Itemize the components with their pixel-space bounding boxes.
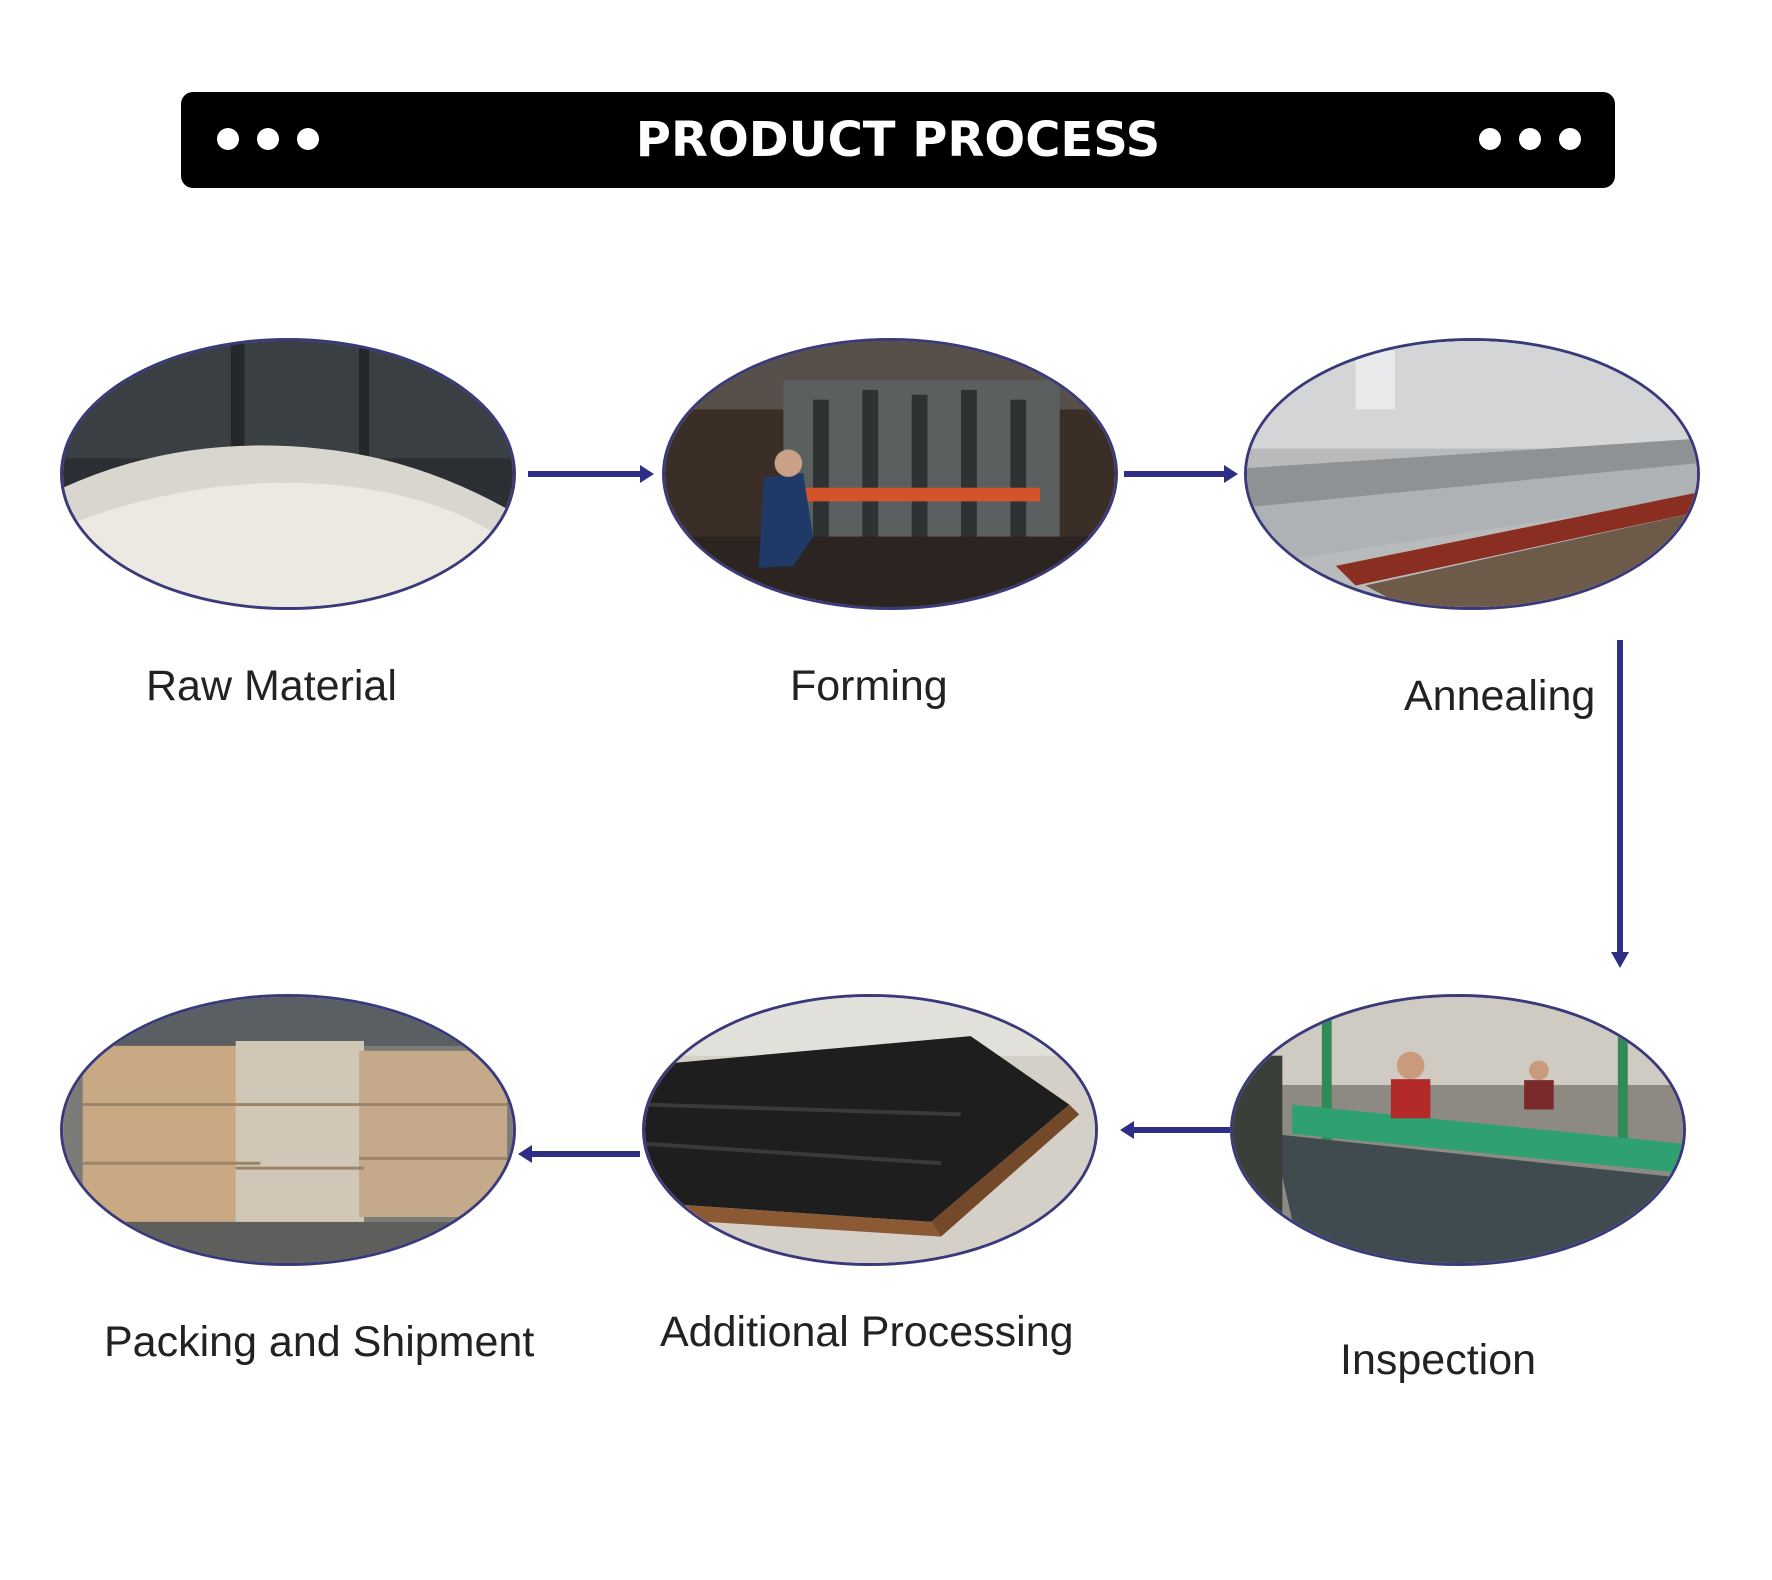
inspection-photo xyxy=(1230,994,1686,1266)
header-banner: PRODUCT PROCESS xyxy=(181,92,1615,188)
annealing-photo xyxy=(1244,338,1700,610)
forming-label: Forming xyxy=(790,662,948,710)
annealing-label: Annealing xyxy=(1404,672,1596,720)
dots-left-icon xyxy=(217,128,319,150)
page-title: PRODUCT PROCESS xyxy=(635,112,1161,168)
dots-right-icon xyxy=(1479,128,1581,150)
raw-material-photo xyxy=(60,338,516,610)
raw-material-label: Raw Material xyxy=(146,662,397,710)
packing-shipment-label: Packing and Shipment xyxy=(104,1318,535,1366)
inspection-label: Inspection xyxy=(1340,1336,1537,1384)
additional-processing-label: Additional Processing xyxy=(660,1308,1074,1356)
forming-photo xyxy=(662,338,1118,610)
